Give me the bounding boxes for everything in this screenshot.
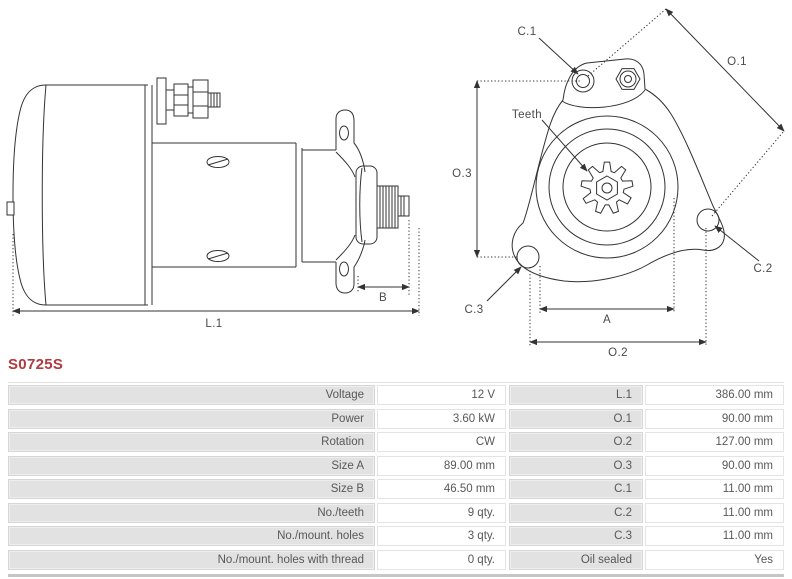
dimension-o3-lines <box>473 80 580 258</box>
spec-value: 46.50 mm <box>377 479 506 499</box>
spec-value: CW <box>377 432 506 452</box>
dim-label-b: B <box>379 292 387 304</box>
spec-value: 3.60 kW <box>377 408 506 429</box>
spec-value: Yes <box>645 549 784 570</box>
starter-side-outline <box>6 77 410 306</box>
spec-value: 89.00 mm <box>377 455 506 476</box>
spec-value: 9 qty. <box>377 502 506 523</box>
table-row: No./mount. holes with thread 0 qty. Oil … <box>8 549 784 570</box>
table-row: Voltage 12 V L.1 386.00 mm <box>8 385 784 405</box>
spec-label: O.3 <box>509 455 643 476</box>
spec-label: O.2 <box>509 432 643 452</box>
dim-label-o3: O.3 <box>452 168 472 180</box>
spec-label: Voltage <box>8 385 375 405</box>
spec-label: Power <box>8 408 375 429</box>
dimension-o1-lines <box>587 8 785 217</box>
spec-value: 11.00 mm <box>645 479 784 499</box>
dim-label-c2: C.2 <box>753 263 772 275</box>
dim-label-o2: O.2 <box>608 347 628 359</box>
table-row: No./mount. holes 3 qty. C.3 11.00 mm <box>8 526 784 546</box>
terminal-bolt <box>156 77 221 125</box>
spec-value: 3 qty. <box>377 526 506 546</box>
spec-label: No./mount. holes with thread <box>8 549 375 570</box>
spec-value: 386.00 mm <box>645 385 784 405</box>
spec-value: 11.00 mm <box>645 526 784 546</box>
dim-label-l1: L.1 <box>205 318 222 330</box>
spec-label: L.1 <box>509 385 643 405</box>
spec-label: No./mount. holes <box>8 526 375 546</box>
spec-label: Size B <box>8 479 375 499</box>
leader-lines <box>486 37 760 302</box>
table-row: Size B 46.50 mm C.1 11.00 mm <box>8 479 784 499</box>
dimension-b-lines <box>357 220 410 296</box>
spec-value: 90.00 mm <box>645 455 784 476</box>
spec-value: 127.00 mm <box>645 432 784 452</box>
spec-label: Oil sealed <box>509 549 643 570</box>
side-view-drawing: B L.1 <box>6 77 420 330</box>
flange-outline <box>511 58 725 283</box>
spec-table: Voltage 12 V L.1 386.00 mm Power 3.60 kW… <box>8 382 784 577</box>
dimension-l1-lines <box>12 228 420 316</box>
teeth-label: Teeth <box>512 109 542 121</box>
spec-label: Rotation <box>8 432 375 452</box>
spec-label: No./teeth <box>8 502 375 523</box>
pinion-gear-icon <box>580 161 634 214</box>
table-row: No./teeth 9 qty. C.2 11.00 mm <box>8 502 784 523</box>
dim-label-a: A <box>603 314 611 326</box>
spec-label: O.1 <box>509 408 643 429</box>
front-view-drawing: C.1 O.1 Teeth O.3 C.2 C.3 A O.2 <box>452 8 785 359</box>
spec-value: 12 V <box>377 385 506 405</box>
table-row: Rotation CW O.2 127.00 mm <box>8 432 784 452</box>
spec-value: 11.00 mm <box>645 502 784 523</box>
dim-label-c1: C.1 <box>517 26 536 38</box>
table-row: Size A 89.00 mm O.3 90.00 mm <box>8 455 784 476</box>
dimension-o2-lines <box>529 228 707 346</box>
screw-head-icon <box>206 156 230 262</box>
spec-label: C.3 <box>509 526 643 546</box>
spec-label: Size A <box>8 455 375 476</box>
spec-label: C.1 <box>509 479 643 499</box>
spec-value: 0 qty. <box>377 549 506 570</box>
table-row: Power 3.60 kW O.1 90.00 mm <box>8 408 784 429</box>
spec-value: 90.00 mm <box>645 408 784 429</box>
part-number: S0725S <box>8 356 64 373</box>
dim-label-o1: O.1 <box>727 56 747 68</box>
spec-label: C.2 <box>509 502 643 523</box>
dimension-a-lines <box>539 198 675 313</box>
dim-label-c3: C.3 <box>464 304 483 316</box>
